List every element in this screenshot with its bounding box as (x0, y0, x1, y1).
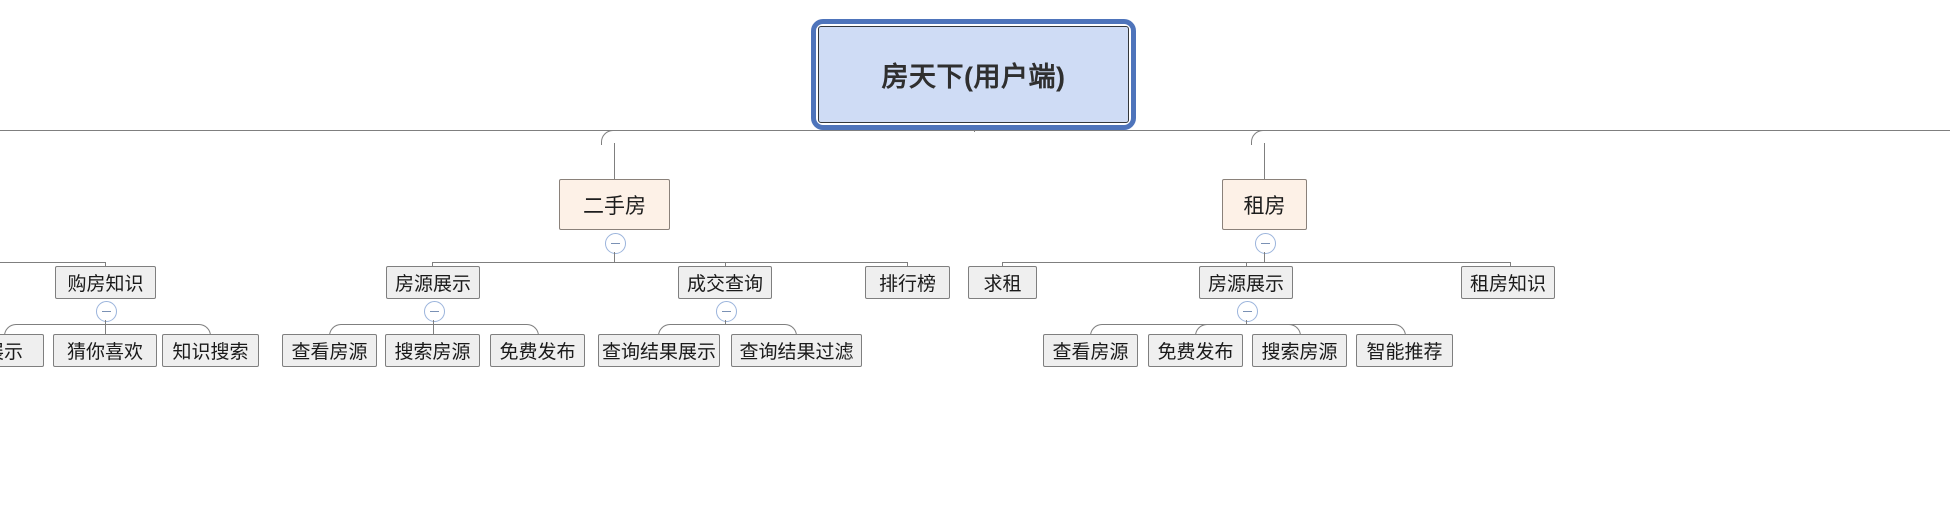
goufangzhishi-leaf-drop (105, 320, 106, 324)
node-label: 求租 (983, 274, 1022, 295)
leaf-label: 猜你喜欢 (66, 342, 143, 363)
root-node[interactable]: 房天下(用户端) (818, 26, 1129, 123)
leaf-node-sousuofangyuan-ershou[interactable]: 搜索房源 (385, 334, 480, 367)
connector-to-fangyuanzhanshi-zufang (1246, 262, 1247, 268)
minus-icon (102, 310, 111, 313)
collapse-toggle-goufangzhishi[interactable] (96, 301, 117, 322)
collapse-toggle-fangyuanzhanshi-zufang[interactable] (1237, 301, 1258, 322)
leaf-label: 免费发布 (499, 342, 576, 363)
collapse-toggle-ershoufang[interactable] (605, 233, 626, 254)
leaf-elbow-chakanfangyuan (329, 324, 434, 337)
node-label: 房源展示 (394, 274, 471, 295)
connector-to-zufangzhishi (1510, 262, 1511, 268)
leaf-node-chakanfangyuan-ershou[interactable]: 查看房源 (282, 334, 377, 367)
zufang-spine-drop (1264, 252, 1265, 262)
leaf-drop-sousuofangyuan (433, 324, 434, 336)
node-label: 成交查询 (686, 274, 763, 295)
leaf-label: 免费发布 (1157, 342, 1234, 363)
connector-to-chengjiaochaxun (725, 262, 726, 268)
leaf-label: 查看房源 (1052, 342, 1129, 363)
leaf-drop-caini (105, 324, 106, 336)
branch-label: 二手房 (583, 194, 646, 218)
root-stem (974, 130, 975, 132)
leaf-node-zhishisousuo[interactable]: 知识搜索 (162, 334, 259, 367)
offscreen-spine-bar (0, 262, 106, 263)
root-trunk (0, 130, 1950, 131)
connector-zufang-drop (1264, 143, 1265, 179)
connector-to-paihangbang (907, 262, 908, 268)
minus-icon (430, 310, 439, 313)
node-qiuzu[interactable]: 求租 (968, 266, 1037, 299)
connector-root-to-ershoufang (601, 130, 616, 145)
collapse-toggle-zufang[interactable] (1255, 233, 1276, 254)
connector-to-qiuzu (1002, 262, 1003, 268)
collapse-toggle-chengjiaochaxun[interactable] (716, 301, 737, 322)
node-fangyuanzhanshi-zufang[interactable]: 房源展示 (1199, 266, 1293, 299)
node-label: 房源展示 (1207, 274, 1284, 295)
ershoufang-spine-bar (432, 262, 908, 263)
chengjiao-leaf-drop (725, 320, 726, 324)
leaf-node-chaxunjieguozhanshi[interactable]: 查询结果展示 (598, 334, 720, 367)
leaf-node-zhanshi[interactable]: 展示 (0, 334, 44, 367)
node-paihangbang[interactable]: 排行榜 (865, 266, 950, 299)
node-label: 租房知识 (1469, 274, 1546, 295)
leaf-label: 知识搜索 (172, 342, 249, 363)
leaf-elbow-zhanshi (4, 324, 106, 337)
leaf-elbow-mianfeifabu-zu (1195, 324, 1247, 337)
leaf-node-chaxunjieguoguolv[interactable]: 查询结果过滤 (731, 334, 862, 367)
leaf-label: 查询结果展示 (601, 342, 716, 363)
leaf-label: 查看房源 (291, 342, 368, 363)
leaf-node-cainixihuan[interactable]: 猜你喜欢 (53, 334, 157, 367)
minus-icon (722, 310, 731, 313)
branch-node-zufang[interactable]: 租房 (1222, 179, 1307, 230)
collapse-toggle-fangyuanzhanshi-ershou[interactable] (424, 301, 445, 322)
minus-icon (1243, 310, 1252, 313)
leaf-label: 智能推荐 (1366, 342, 1443, 363)
root-node-label: 房天下(用户端) (881, 62, 1066, 92)
node-goufangzhishi[interactable]: 购房知识 (55, 266, 156, 299)
node-label: 购房知识 (67, 274, 144, 295)
leaf-elbow-chakanfangyuan-zu (1090, 324, 1247, 337)
branch-node-ershoufang[interactable]: 二手房 (559, 179, 670, 230)
ershoufang-spine-drop (614, 252, 615, 262)
connector-root-to-zufang (1251, 130, 1266, 145)
minus-icon (1261, 242, 1270, 245)
connector-to-goufangzhishi (105, 262, 106, 268)
leaf-elbow-chaxunjieguozhanshi (658, 324, 726, 337)
connector-to-fangyuanzhanshi-ershou (432, 262, 433, 268)
leaf-label: 搜索房源 (394, 342, 471, 363)
leaf-node-zhinengtuijian[interactable]: 智能推荐 (1356, 334, 1453, 367)
leaf-label: 搜索房源 (1261, 342, 1338, 363)
node-zufangzhishi[interactable]: 租房知识 (1461, 266, 1555, 299)
node-fangyuanzhanshi-ershou[interactable]: 房源展示 (386, 266, 480, 299)
fangyuan-ershou-leaf-drop (433, 320, 434, 324)
minus-icon (611, 242, 620, 245)
zufang-spine-bar (1002, 262, 1510, 263)
leaf-label: 展示 (0, 342, 23, 363)
node-label: 排行榜 (878, 274, 936, 295)
node-chengjiaochaxun[interactable]: 成交查询 (678, 266, 772, 299)
leaf-node-chakanfangyuan-zufang[interactable]: 查看房源 (1043, 334, 1138, 367)
connector-ershoufang-drop (614, 143, 615, 179)
fangyuan-zufang-leaf-drop (1246, 320, 1247, 324)
leaf-node-mianfeifabu-zufang[interactable]: 免费发布 (1148, 334, 1243, 367)
leaf-node-sousuofangyuan-zufang[interactable]: 搜索房源 (1252, 334, 1347, 367)
branch-label: 租房 (1243, 194, 1286, 218)
leaf-node-mianfeifabu-ershou[interactable]: 免费发布 (490, 334, 585, 367)
leaf-label: 查询结果过滤 (739, 342, 854, 363)
